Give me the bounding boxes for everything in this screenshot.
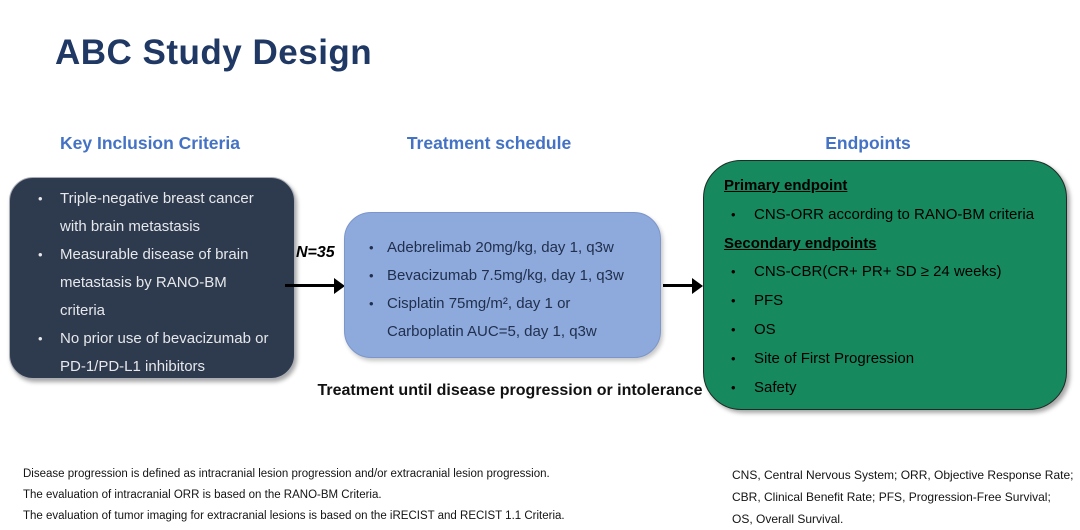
footnote-line: OS, Overall Survival. — [732, 512, 844, 526]
sample-size-label: N=35 — [296, 244, 335, 261]
heading-treatment-schedule: Treatment schedule — [406, 133, 572, 153]
treatment-list: Adebrelimab 20mg/kg, day 1, q3w Bevacizu… — [345, 213, 660, 346]
list-item: Bevacizumab 7.5mg/kg, day 1, q3w — [357, 262, 654, 290]
inclusion-criteria-box: Triple-negative breast cancer with brain… — [9, 177, 295, 379]
list-item-line: Triple-negative breast cancer — [60, 190, 254, 207]
list-item: Triple-negative breast cancer with brain… — [32, 185, 286, 241]
list-item: PFS — [724, 287, 1058, 316]
footnote-line: The evaluation of intracranial ORR is ba… — [23, 488, 382, 501]
list-item-line: Bevacizumab 7.5mg/kg, day 1, q3w — [387, 267, 624, 284]
list-item-line: metastasis by RANO-BM — [60, 274, 227, 291]
list-item-line: Cisplatin 75mg/m², day 1 or — [387, 295, 571, 312]
inclusion-criteria-list: Triple-negative breast cancer with brain… — [10, 178, 294, 381]
list-item: Measurable disease of brain metastasis b… — [32, 241, 286, 325]
footnotes-definitions: Disease progression is defined as intrac… — [23, 464, 565, 526]
list-item: No prior use of bevacizumab or PD-1/PD-L… — [32, 325, 286, 381]
treatment-duration-note: Treatment until disease progression or i… — [317, 382, 703, 399]
flow-arrow-inclusion-to-treatment — [285, 277, 345, 294]
list-item: Adebrelimab 20mg/kg, day 1, q3w — [357, 234, 654, 262]
list-item-line: Carboplatin AUC=5, day 1, q3w — [387, 323, 597, 340]
secondary-endpoints-list: CNS-CBR(CR+ PR+ SD ≥ 24 weeks) PFS OS Si… — [724, 258, 1058, 402]
list-item: Cisplatin 75mg/m², day 1 or Carboplatin … — [357, 290, 654, 346]
page-title: ABC Study Design — [55, 33, 373, 72]
primary-endpoint-heading: Primary endpoint — [724, 177, 848, 194]
list-item-line: criteria — [60, 302, 106, 319]
flow-arrow-treatment-to-endpoints — [663, 277, 703, 294]
list-item: Site of First Progression — [724, 345, 1058, 374]
list-item-line: with brain metastasis — [60, 218, 201, 235]
treatment-schedule-box: Adebrelimab 20mg/kg, day 1, q3w Bevacizu… — [344, 212, 661, 358]
list-item-line: PD-1/PD-L1 inhibitors — [60, 358, 206, 375]
secondary-endpoints-heading: Secondary endpoints — [724, 234, 877, 252]
list-item: CNS-ORR according to RANO-BM criteria — [724, 201, 1058, 230]
list-item-line: No prior use of bevacizumab or — [60, 330, 269, 347]
list-item-line: Measurable disease of brain — [60, 246, 249, 263]
heading-key-inclusion-criteria: Key Inclusion Criteria — [60, 133, 240, 153]
heading-endpoints: Endpoints — [825, 133, 911, 153]
primary-endpoint-list: CNS-ORR according to RANO-BM criteria — [724, 201, 1058, 230]
list-item: Safety — [724, 374, 1058, 403]
endpoints-box: Primary endpoint CNS-ORR according to RA… — [703, 160, 1067, 410]
footnote-line: CNS, Central Nervous System; ORR, Object… — [732, 468, 1074, 482]
footnote-line: CBR, Clinical Benefit Rate; PFS, Progres… — [732, 490, 1051, 504]
footnote-line: Disease progression is defined as intrac… — [23, 468, 550, 480]
footnote-line: The evaluation of tumor imaging for extr… — [23, 509, 565, 522]
list-item: OS — [724, 316, 1058, 345]
list-item-line: Adebrelimab 20mg/kg, day 1, q3w — [387, 239, 614, 256]
footnotes-abbreviations: CNS, Central Nervous System; ORR, Object… — [732, 464, 1073, 530]
list-item: CNS-CBR(CR+ PR+ SD ≥ 24 weeks) — [724, 258, 1058, 287]
